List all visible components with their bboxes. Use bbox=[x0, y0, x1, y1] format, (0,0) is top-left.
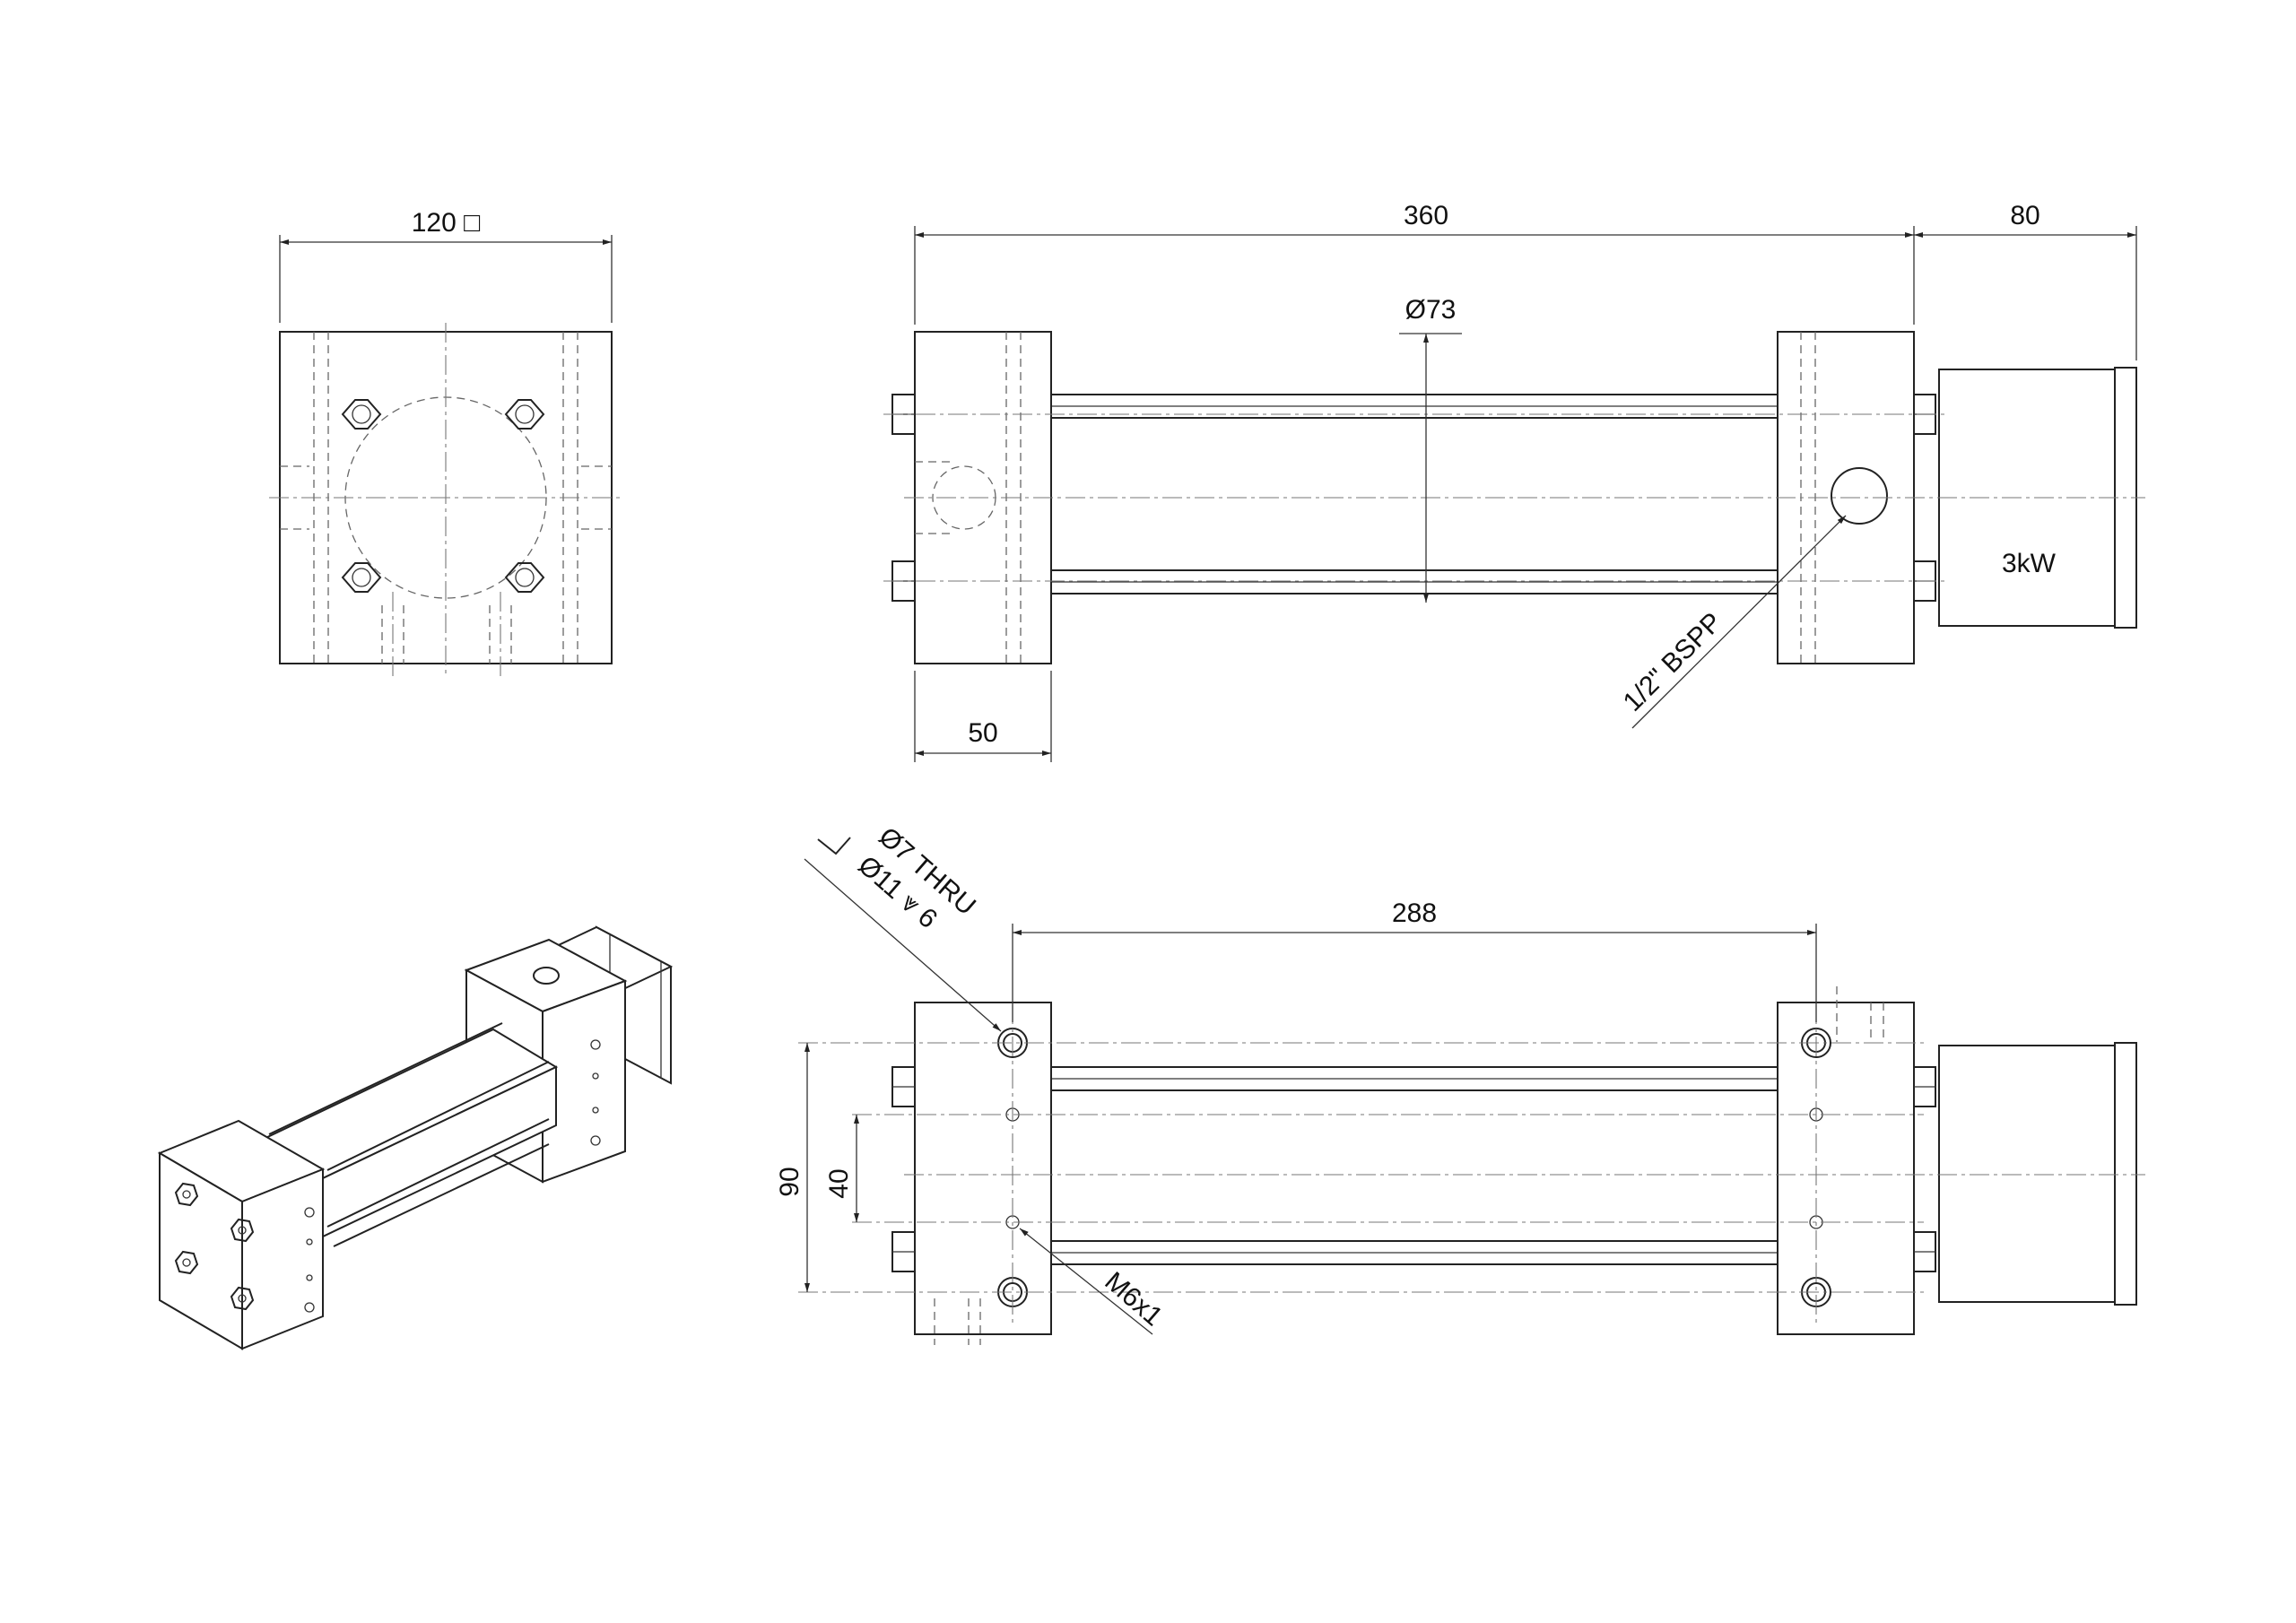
dimension-120-label: 120 □ bbox=[412, 208, 481, 238]
dimension-360-label: 360 bbox=[1404, 201, 1448, 230]
side-view: 3kW Ø73 360 80 50 1/2" BSPP bbox=[883, 201, 2145, 762]
hex-nut-icon bbox=[230, 1286, 255, 1311]
dimension-90-label: 90 bbox=[775, 1167, 804, 1196]
dimension-80-label: 80 bbox=[2010, 201, 2039, 230]
hex-nut-icon bbox=[341, 562, 382, 593]
dimension-50-label: 50 bbox=[968, 718, 997, 748]
hex-nut-icon bbox=[341, 399, 382, 430]
dimension-40-label: 40 bbox=[824, 1168, 854, 1198]
hex-nut-icon bbox=[504, 562, 545, 593]
end-view: 120 □ bbox=[269, 208, 622, 677]
hex-nut-icon bbox=[230, 1218, 255, 1243]
isometric-view bbox=[157, 925, 674, 1350]
port-callout-label: 1/2" BSPP bbox=[1618, 607, 1728, 717]
plan-view: 288 90 40 Ø7 THRU Ø11 ⩔ 6 M6x1 bbox=[775, 821, 2145, 1345]
motor-power-label: 3kW bbox=[2002, 549, 2057, 578]
hex-nut-icon bbox=[504, 399, 545, 430]
dimension-288-label: 288 bbox=[1392, 898, 1437, 928]
hex-nut-icon bbox=[174, 1250, 199, 1275]
hex-nut-icon bbox=[174, 1182, 199, 1207]
barrel-diameter-label: Ø73 bbox=[1405, 295, 1457, 325]
